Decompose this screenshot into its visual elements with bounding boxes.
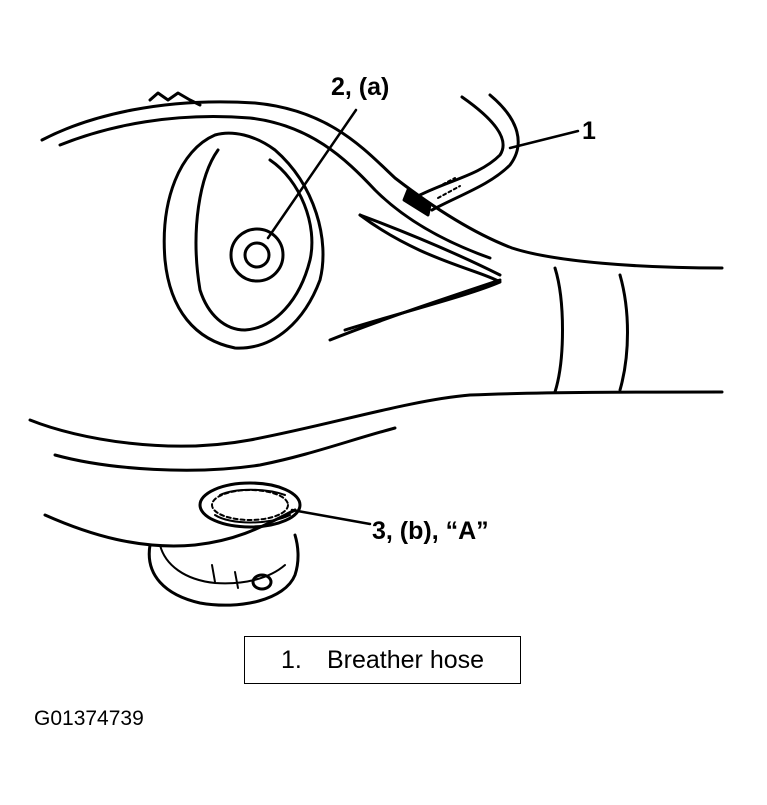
housing-upper-outline — [40, 100, 724, 270]
callout-label-2a: 2, (a) — [331, 73, 390, 101]
housing-inner-upper-contour — [58, 115, 492, 260]
fill-plug-inner — [243, 241, 271, 269]
legend-item-text: Breather hose — [327, 646, 485, 674]
breather-hose-inner — [430, 93, 520, 212]
leader-line-2a — [266, 108, 358, 240]
cover-pocket-outline — [162, 131, 325, 350]
drain-plug-threads — [214, 488, 291, 524]
lower-flange-bolt — [251, 573, 273, 591]
housing-lower-inner — [53, 426, 397, 472]
housing-top-bump — [148, 91, 202, 107]
leader-line-3b — [290, 508, 372, 526]
arm-taper — [343, 213, 502, 332]
arm-top-edge — [358, 213, 502, 277]
tube-ring-left — [553, 266, 564, 394]
breather-hose-clamp — [402, 188, 432, 217]
lower-flange-inner — [159, 544, 286, 585]
drain-plug-boss-outer — [198, 481, 302, 529]
breather-hose-texture — [431, 177, 461, 199]
lower-flange-outline — [147, 533, 300, 607]
tube-ring-right — [618, 273, 629, 392]
leader-line-1 — [508, 129, 580, 150]
callout-label-3b: 3, (b), “A” — [372, 517, 489, 545]
lower-flange-tab — [211, 564, 239, 589]
legend-box: 1. Breather hose — [244, 636, 521, 684]
housing-lower-outline — [28, 390, 724, 448]
figure-id: G01374739 — [34, 707, 144, 730]
fill-plug-outer — [229, 227, 285, 283]
breather-hose-outer — [418, 95, 505, 197]
callout-label-1: 1 — [582, 117, 596, 145]
cover-pocket-inner — [194, 148, 314, 332]
legend-item-number: 1. — [281, 646, 302, 674]
